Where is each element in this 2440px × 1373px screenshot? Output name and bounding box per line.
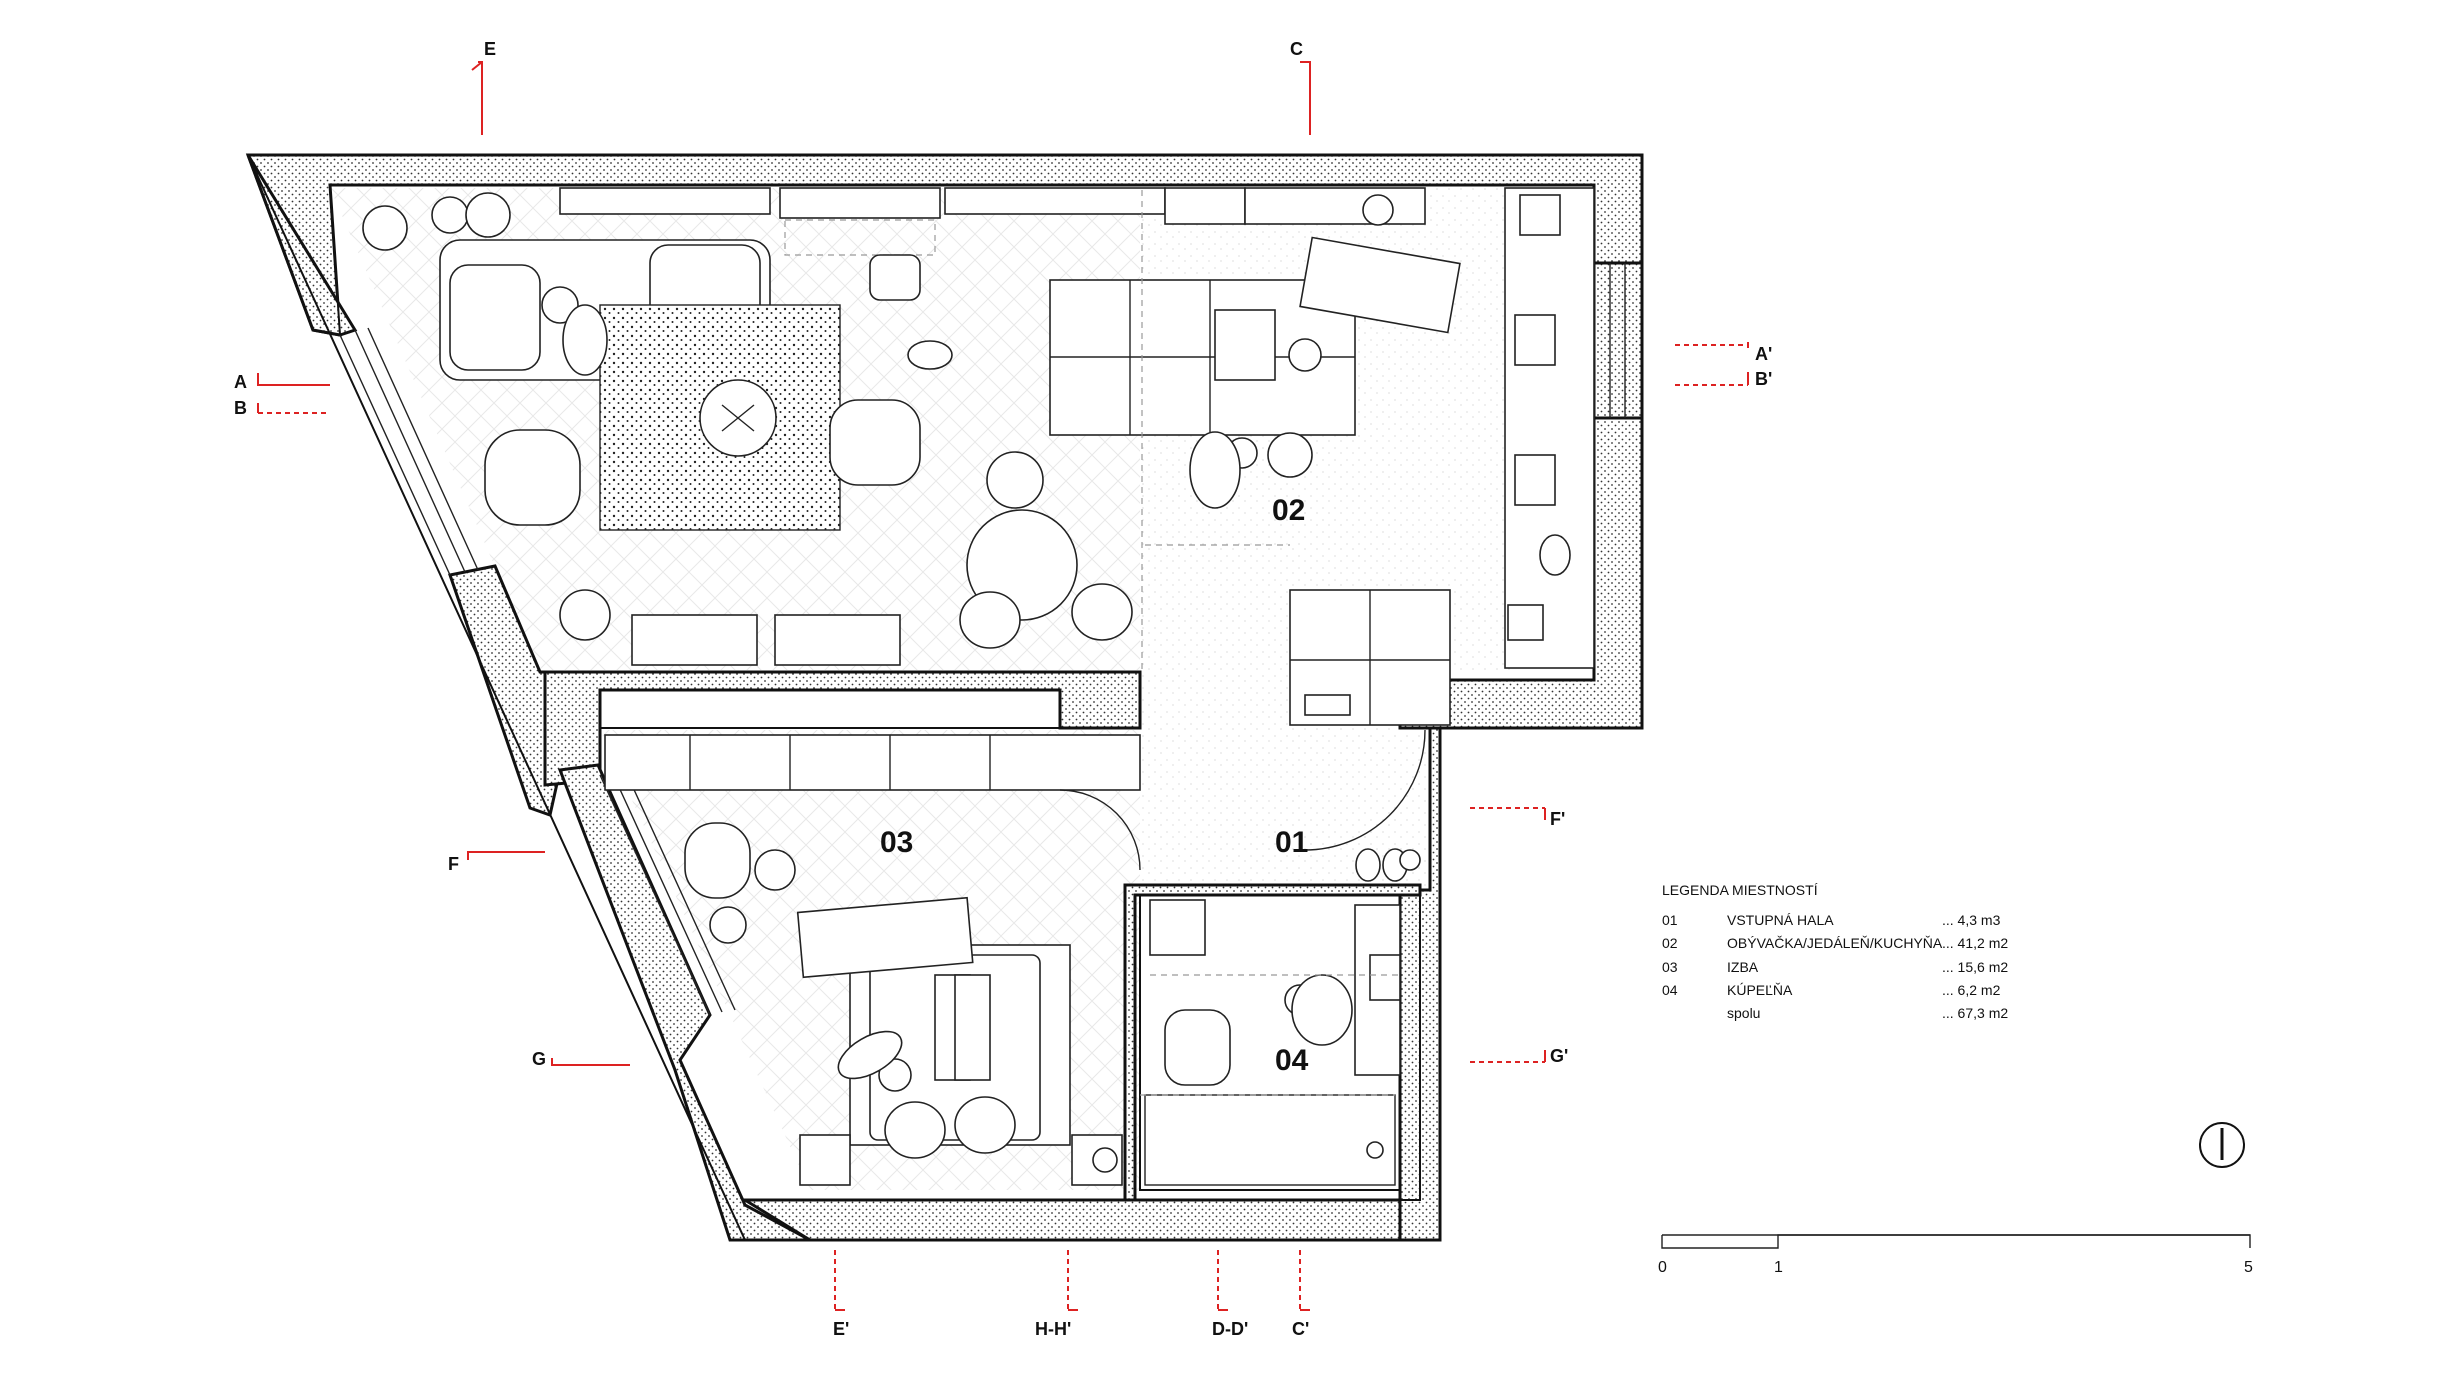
section-label-F: F bbox=[448, 854, 459, 874]
section-label-E: E bbox=[484, 39, 496, 59]
section-label-A: A bbox=[234, 372, 247, 392]
room-label-02: 02 bbox=[1272, 494, 1305, 527]
svg-text:03: 03 bbox=[1662, 959, 1678, 975]
svg-text:04: 04 bbox=[1662, 982, 1678, 998]
section-label-G-prime: G' bbox=[1550, 1046, 1568, 1066]
north-arrow-icon bbox=[2199, 1122, 2245, 1168]
furniture-living bbox=[362, 187, 1595, 726]
section-label-H-H: H-H' bbox=[1035, 1319, 1071, 1339]
svg-text:... 4,3 m3: ... 4,3 m3 bbox=[1942, 912, 2001, 928]
legend-row: spolu ... 67,3 m2 bbox=[1727, 1005, 2008, 1021]
section-label-E-prime: E' bbox=[833, 1319, 849, 1339]
legend-row: 02 OBÝVAČKA/JEDÁLEŇ/KUCHYŇA ... 41,2 m2 bbox=[1662, 935, 2008, 951]
room-label-01: 01 bbox=[1275, 826, 1308, 859]
room-label-04: 04 bbox=[1275, 1044, 1309, 1077]
svg-text:... 15,6 m2: ... 15,6 m2 bbox=[1942, 959, 2008, 975]
section-label-F-prime: F' bbox=[1550, 809, 1565, 829]
section-label-C-prime: C' bbox=[1292, 1319, 1309, 1339]
svg-text:IZBA: IZBA bbox=[1727, 959, 1759, 975]
svg-text:OBÝVAČKA/JEDÁLEŇ/KUCHYŇA: OBÝVAČKA/JEDÁLEŇ/KUCHYŇA bbox=[1727, 935, 1943, 951]
legend-row: 04 KÚPEĽŇA ... 6,2 m2 bbox=[1662, 982, 2001, 998]
svg-text:... 67,3 m2: ... 67,3 m2 bbox=[1942, 1005, 2008, 1021]
legend-row: 03 IZBA ... 15,6 m2 bbox=[1662, 959, 2008, 975]
legend-title: LEGENDA MIESTNOSTÍ bbox=[1662, 882, 1818, 898]
svg-text:KÚPEĽŇA: KÚPEĽŇA bbox=[1727, 982, 1793, 998]
section-label-B: B bbox=[234, 398, 247, 418]
room-label-03: 03 bbox=[880, 826, 913, 859]
section-label-A-prime: A' bbox=[1755, 344, 1772, 364]
section-label-G: G bbox=[532, 1049, 546, 1069]
legend-row: 01 VSTUPNÁ HALA ... 4,3 m3 bbox=[1662, 912, 2001, 928]
svg-text:spolu: spolu bbox=[1727, 1005, 1760, 1021]
scale-bar bbox=[1661, 1234, 2251, 1249]
scale-tick-0: 0 bbox=[1658, 1259, 1667, 1276]
svg-text:01: 01 bbox=[1662, 912, 1678, 928]
furniture-bedroom bbox=[604, 734, 1141, 1186]
svg-text:... 41,2 m2: ... 41,2 m2 bbox=[1942, 935, 2008, 951]
room-legend: LEGENDA MIESTNOSTÍ 01 VSTUPNÁ HALA ... 4… bbox=[1662, 882, 2008, 1021]
furniture-bathroom bbox=[1140, 729, 1426, 1186]
svg-text:VSTUPNÁ HALA: VSTUPNÁ HALA bbox=[1727, 912, 1834, 928]
svg-text:02: 02 bbox=[1662, 935, 1678, 951]
scale-tick-1: 1 bbox=[1774, 1259, 1783, 1276]
section-label-C: C bbox=[1290, 39, 1303, 59]
section-label-D-D: D-D' bbox=[1212, 1319, 1248, 1339]
scale-tick-5: 5 bbox=[2244, 1259, 2253, 1276]
svg-text:... 6,2 m2: ... 6,2 m2 bbox=[1942, 982, 2001, 998]
section-label-B-prime: B' bbox=[1755, 369, 1772, 389]
section-markers bbox=[257, 61, 1749, 1311]
